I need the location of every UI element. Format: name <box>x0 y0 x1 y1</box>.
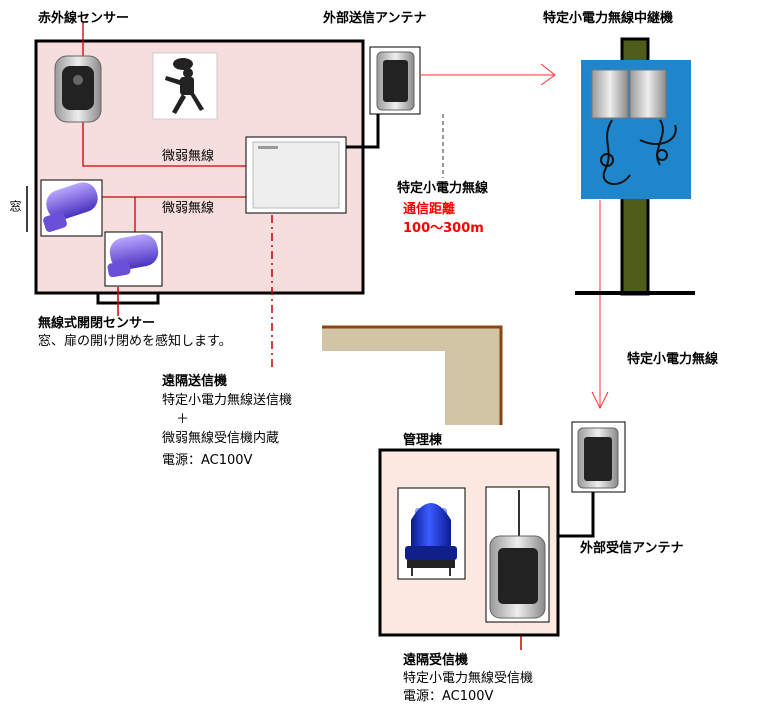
sp-radio-label: 特定小電力無線 <box>627 352 719 367</box>
motion-sensor-icon <box>54 55 102 123</box>
antenna-box-icon <box>369 46 421 115</box>
remote-rx-title: 遠隔受信機 <box>403 653 469 668</box>
repeater-label: 特定小電力無線中継機 <box>543 11 674 26</box>
sp-radio-label: 特定小電力無線 <box>397 181 489 196</box>
radio-links <box>421 63 609 410</box>
repeater-unit <box>581 60 691 199</box>
remote-tx-line: ＋ <box>176 412 190 427</box>
antenna-cables <box>345 113 595 538</box>
weak-radio-label: 微弱無線 <box>162 201 215 216</box>
window-label: 窓 <box>8 200 22 212</box>
door-frame-mark <box>96 293 160 305</box>
remote-rx-line: 電源：AC100V <box>403 689 494 704</box>
receiver-unit-icon <box>485 486 550 623</box>
ext-tx-antenna-label: 外部送信アンテナ <box>323 11 427 26</box>
door-sensor-icon <box>40 179 103 237</box>
warning-light-icon <box>397 487 466 580</box>
remote-tx-line: 電源：AC100V <box>162 453 253 468</box>
ext-rx-antenna-label: 外部受信アンテナ <box>580 541 684 556</box>
distance-value: 100～300m <box>403 221 484 236</box>
ir-sensor-label: 赤外線センサー <box>38 11 130 26</box>
corridor-edge <box>322 325 503 425</box>
remote-tx-line: 微弱無線受信機内蔵 <box>162 431 280 446</box>
distance-label: 通信距離 <box>403 202 456 217</box>
door-sensor-icon <box>104 231 163 287</box>
door-sensor-title: 無線式開閉センサー <box>38 316 156 331</box>
mgmt-building-label: 管理棟 <box>403 433 443 448</box>
remote-rx-line: 特定小電力無線受信機 <box>403 671 534 686</box>
transmitter-unit-icon <box>245 136 347 214</box>
intruder-photo <box>152 52 218 120</box>
corridor-shape <box>322 328 500 425</box>
remote-tx-title: 遠隔送信機 <box>162 374 228 389</box>
weak-radio-label: 微弱無線 <box>162 149 215 164</box>
antenna-box-icon <box>571 421 626 493</box>
remote-tx-line: 特定小電力無線送信機 <box>162 393 293 408</box>
door-sensor-desc: 窓、扉の開け閉めを感知します。 <box>38 334 232 349</box>
